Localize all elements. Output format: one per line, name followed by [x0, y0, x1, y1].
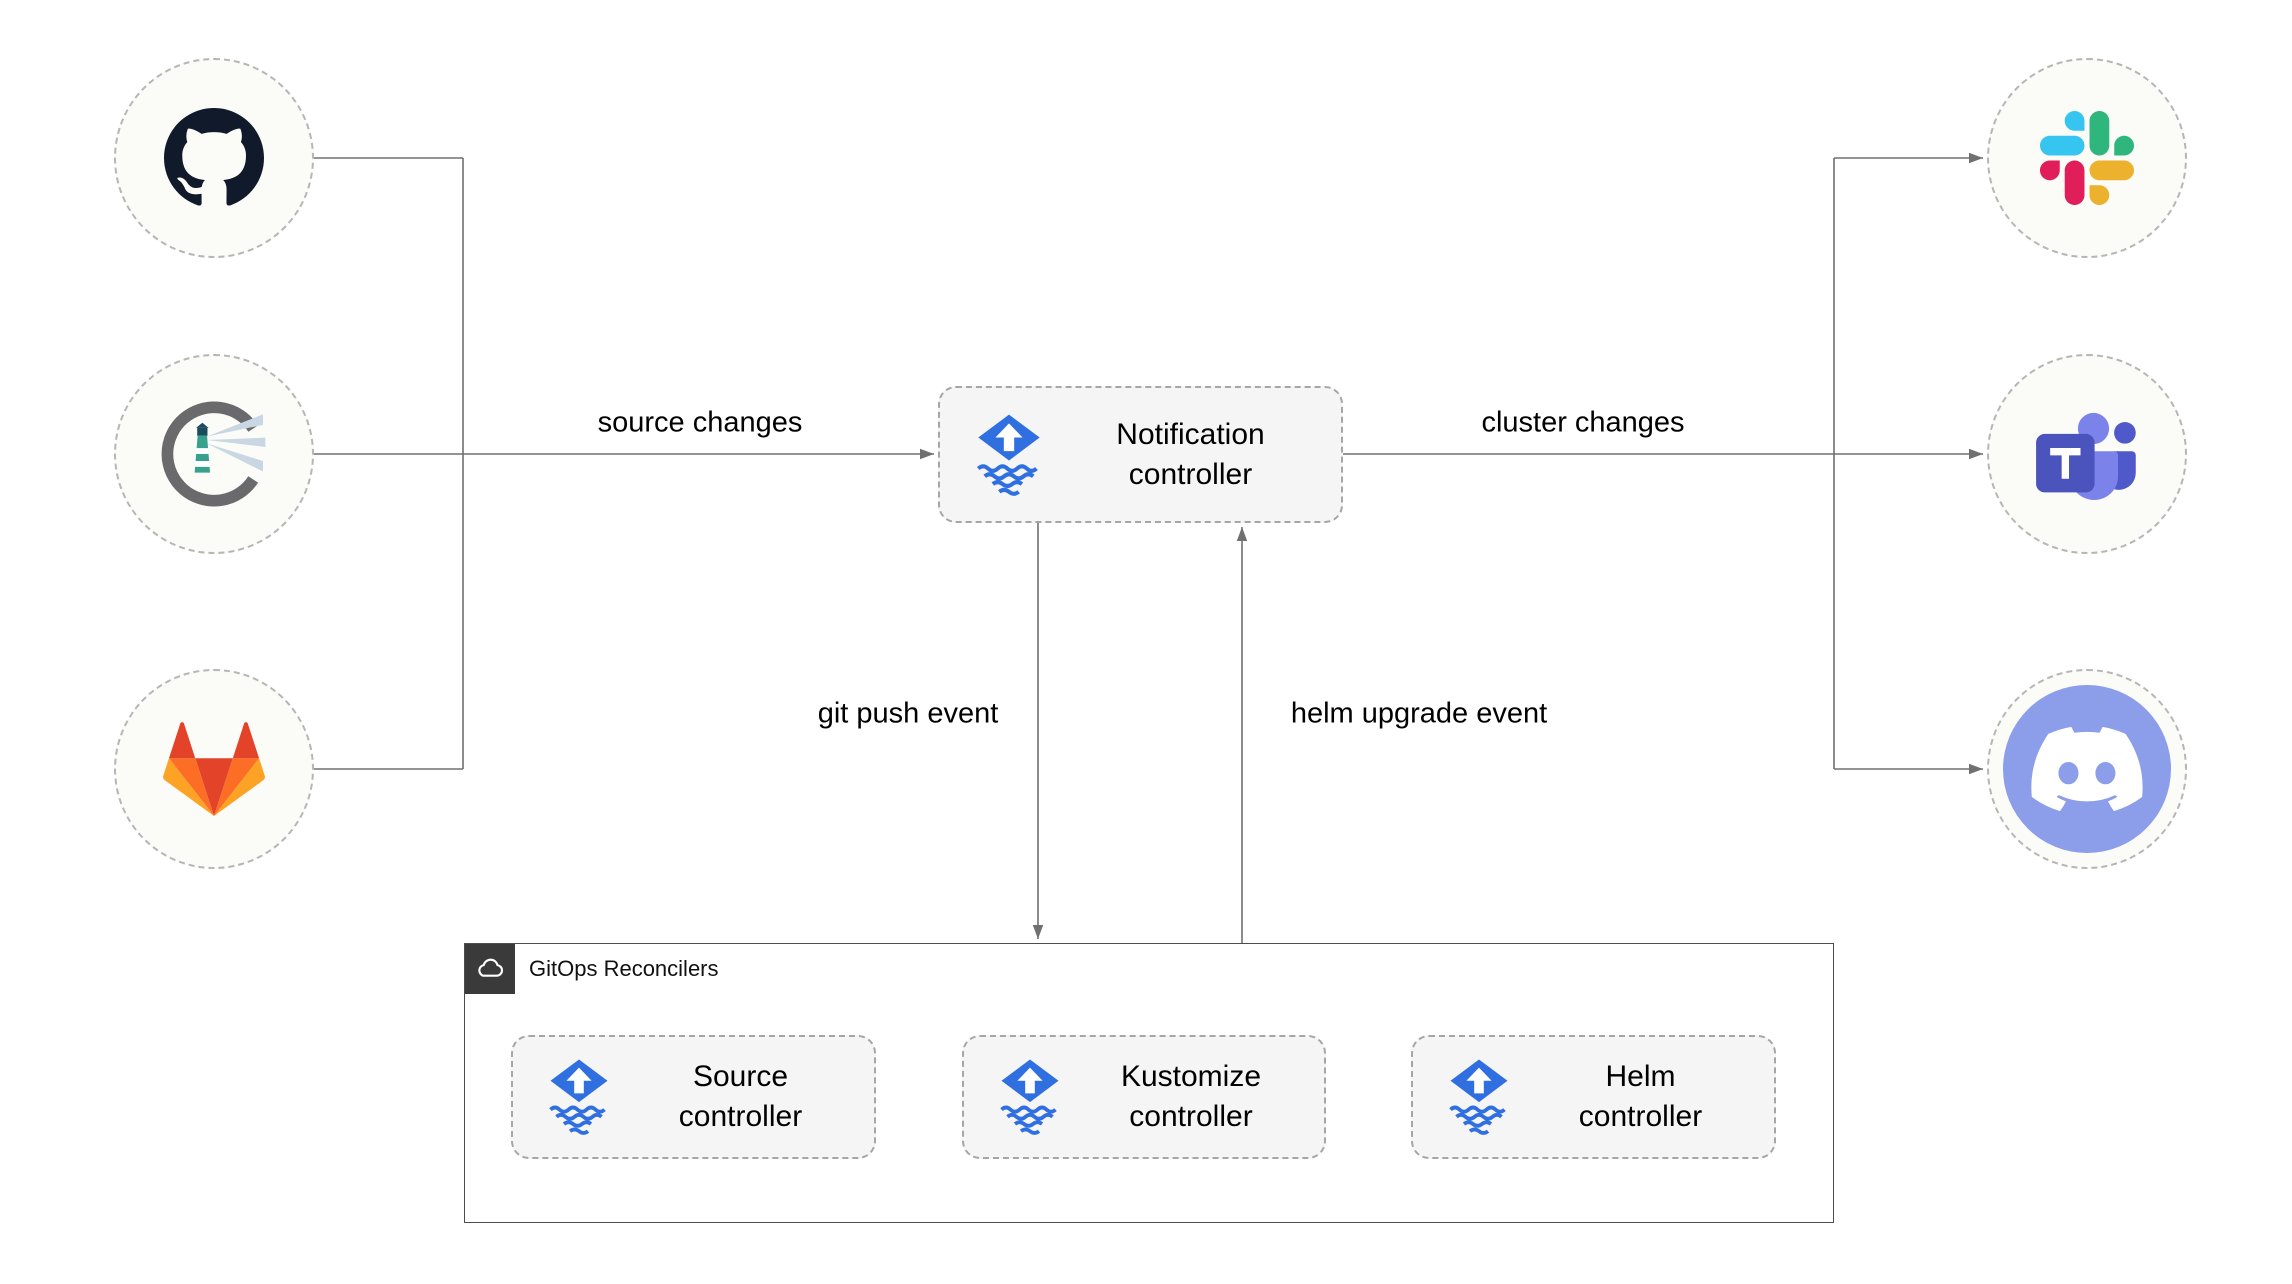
node-label-wrap: Kustomize controller	[1080, 1057, 1302, 1136]
slack-icon	[2040, 111, 2134, 205]
node-label-wrap: Helm controller	[1529, 1057, 1752, 1136]
node-source-controller: Source controller	[511, 1035, 876, 1159]
node-helm-controller: Helm controller	[1411, 1035, 1776, 1159]
kustomize-controller-label: Kustomize controller	[1120, 1060, 1262, 1133]
node-notification-controller: Notification controller	[938, 386, 1343, 523]
discord-icon	[2003, 685, 2171, 853]
flux-icon	[543, 1058, 615, 1136]
github-icon	[164, 108, 264, 208]
harbor-icon	[158, 398, 270, 510]
cloud-icon	[474, 953, 506, 985]
edge-label-git-push-event: git push event	[811, 697, 1005, 731]
helm-controller-label: Helm controller	[1578, 1060, 1703, 1133]
microsoft-teams-icon	[2035, 409, 2139, 500]
edge-label-helm-upgrade-event: helm upgrade event	[1284, 697, 1554, 731]
flux-icon	[994, 1058, 1066, 1136]
edge-label-cluster-changes: cluster changes	[1475, 406, 1691, 440]
node-kustomize-controller: Kustomize controller	[962, 1035, 1326, 1159]
node-discord	[1987, 669, 2187, 869]
node-label-wrap: Notification controller	[1062, 415, 1319, 494]
cloud-badge	[465, 944, 515, 994]
source-controller-label: Source controller	[678, 1060, 803, 1133]
flux-icon	[1443, 1058, 1515, 1136]
node-label-wrap: Source controller	[629, 1057, 852, 1136]
flux-icon	[970, 413, 1048, 497]
node-harbor	[114, 354, 314, 554]
gitlab-icon	[163, 722, 265, 816]
notification-controller-label: Notification controller	[1116, 417, 1265, 491]
node-github	[114, 58, 314, 258]
edge-label-source-changes: source changes	[591, 406, 809, 440]
node-slack	[1987, 58, 2187, 258]
node-microsoft-teams	[1987, 354, 2187, 554]
group-title: GitOps Reconcilers	[529, 956, 719, 981]
node-gitlab	[114, 669, 314, 869]
